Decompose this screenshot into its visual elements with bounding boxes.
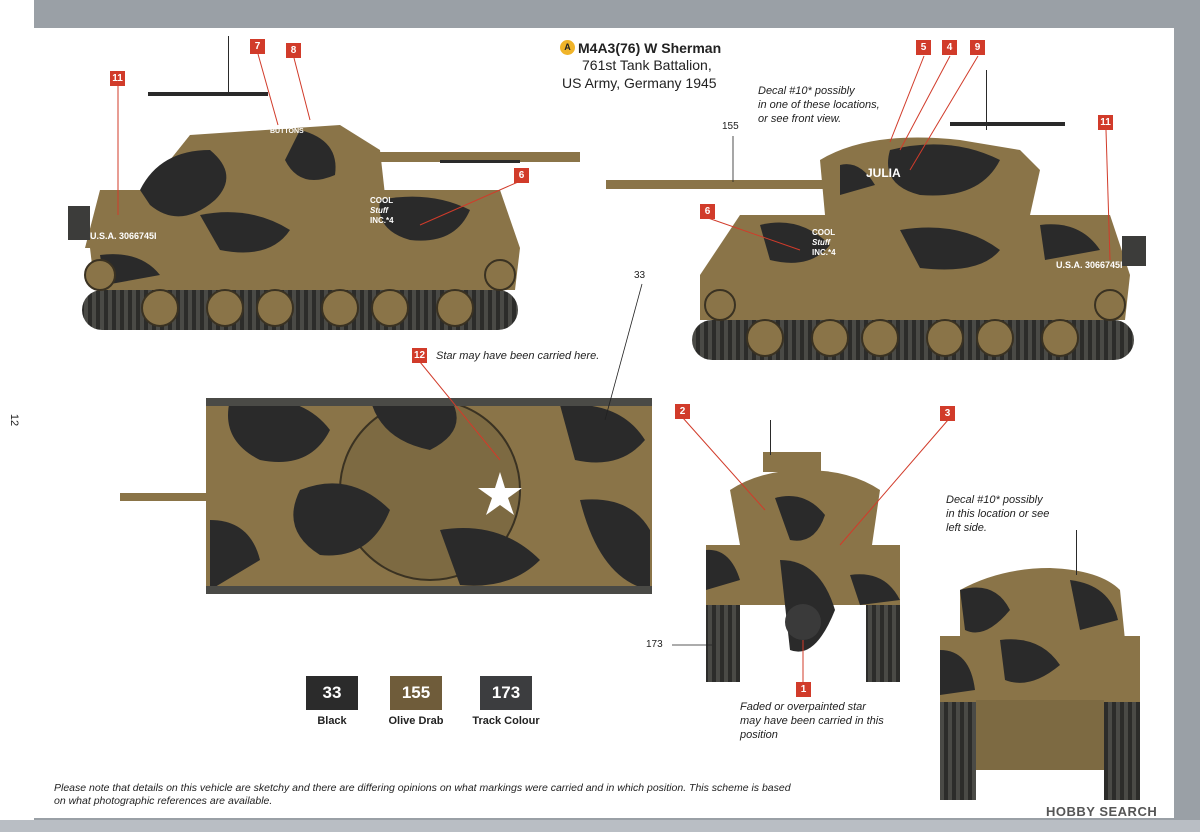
buttons-marking: BUTTONS	[270, 128, 304, 135]
decal-note-front-line2: in this location or see	[946, 508, 1050, 520]
callout-7: 7	[250, 39, 265, 54]
scheme-title: M4A3(76) W Sherman	[578, 40, 722, 56]
stuff-text-left: Stuff	[370, 206, 389, 215]
callout-8: 8	[286, 43, 301, 58]
top-view	[120, 398, 652, 594]
swatch-black-label: Black	[317, 715, 347, 727]
faded-star-note-line1: Faded or overpainted star	[740, 701, 866, 713]
swatch-black: 33	[306, 676, 358, 710]
cool-stuff-marking-right: COOL Stuff INC.*4	[812, 228, 836, 258]
footer-note-line2: on what photographic references are avai…	[54, 795, 273, 807]
cool-text-left: COOL	[370, 196, 394, 205]
callout-4: 4	[942, 40, 957, 55]
faded-star-note-line3: position	[740, 729, 778, 741]
faded-star-note-line2: may have been carried in this	[740, 715, 884, 727]
callout-12: 12	[412, 348, 427, 363]
scheme-badge: A	[560, 40, 575, 55]
swatch-track-colour: 173	[480, 676, 532, 710]
callout-1: 1	[796, 682, 811, 697]
left-side-view	[68, 36, 580, 330]
julia-marking: JULIA	[866, 166, 901, 180]
callout-3: 3	[940, 406, 955, 421]
decal-note-front-line3: left side.	[946, 522, 987, 534]
callout-11-right: 11	[1098, 115, 1113, 130]
callout-2: 2	[675, 404, 690, 419]
callout-leaders	[117, 53, 1111, 682]
swatch-track-colour-label: Track Colour	[472, 715, 540, 727]
right-side-view	[606, 70, 1146, 360]
decal-note-side-line2: in one of these locations,	[758, 99, 880, 111]
scheme-unit: 761st Tank Battalion,	[582, 57, 712, 73]
inc-text-right: INC.*4	[812, 248, 836, 257]
scheme-location: US Army, Germany 1945	[562, 75, 717, 91]
decal-note-front-line1: Decal #10* possibly	[946, 494, 1043, 506]
swatch-olive-drab-label: Olive Drab	[388, 715, 444, 727]
color-ref-33: 33	[634, 270, 646, 281]
footer-note-line1: Please note that details on this vehicle…	[54, 782, 791, 794]
inc-text-left: INC.*4	[370, 216, 394, 225]
page-bottom-edge	[0, 820, 1200, 832]
footer-note: Please note that details on this vehicle…	[54, 782, 984, 808]
stuff-text-right: Stuff	[812, 238, 831, 247]
star-note-top: Star may have been carried here.	[436, 350, 600, 362]
swatch-olive-drab: 155	[390, 676, 442, 710]
cool-stuff-marking-left: COOL Stuff INC.*4	[370, 196, 394, 226]
faded-star-note: Faded or overpainted star may have been …	[740, 700, 884, 742]
decal-note-side-line1: Decal #10* possibly	[758, 85, 855, 97]
front-view	[706, 420, 900, 682]
color-ref-173: 173	[646, 639, 663, 650]
decal-note-side: Decal #10* possibly in one of these loca…	[758, 84, 880, 126]
callout-6-left: 6	[514, 168, 529, 183]
callout-5: 5	[916, 40, 931, 55]
serial-marking-right: U.S.A. 3066745I	[1056, 260, 1123, 270]
decal-note-front: Decal #10* possibly in this location or …	[946, 493, 1049, 535]
color-ref-155: 155	[722, 121, 739, 132]
color-leaders	[604, 136, 734, 646]
callout-6-right: 6	[700, 204, 715, 219]
decal-note-side-line3: or see front view.	[758, 113, 842, 125]
serial-marking-left: U.S.A. 3066745I	[90, 231, 157, 241]
cool-text-right: COOL	[812, 228, 836, 237]
callout-11-left: 11	[110, 71, 125, 86]
watermark: HOBBY SEARCH	[1046, 804, 1158, 819]
page-margin	[0, 0, 34, 832]
callout-9: 9	[970, 40, 985, 55]
rear-view	[940, 530, 1140, 800]
